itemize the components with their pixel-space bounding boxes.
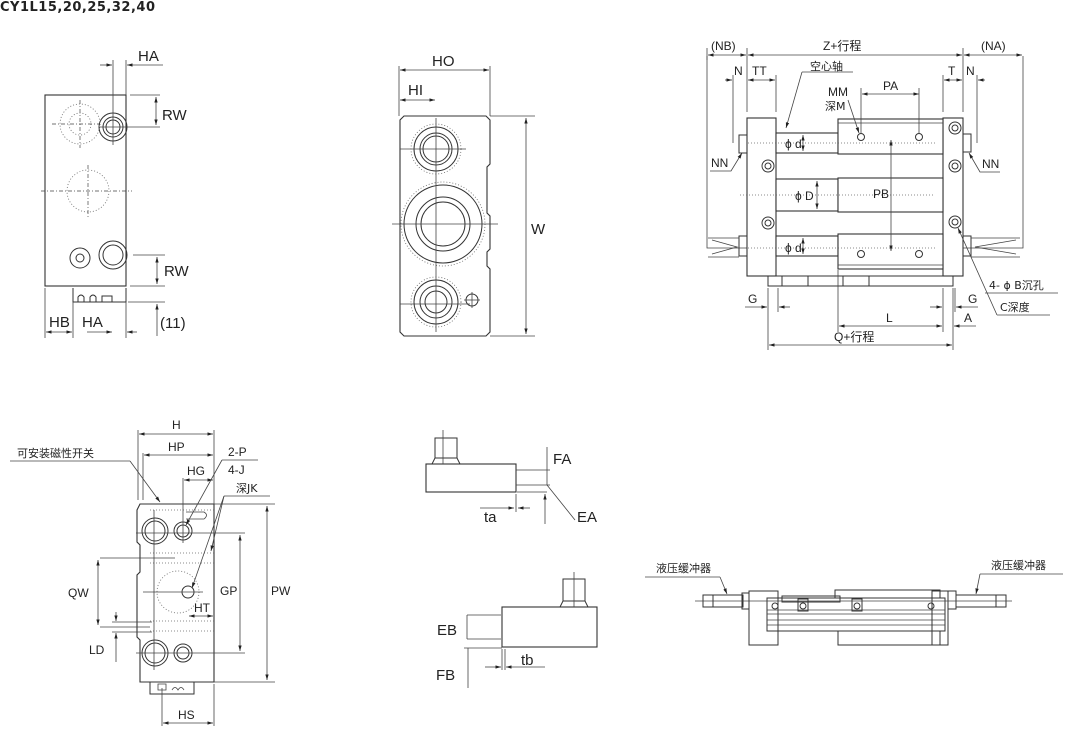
label-counterbore: 4- ϕ B沉孔	[989, 279, 1044, 292]
end-view: HO HI W	[392, 53, 546, 337]
dim-label-ht: HT	[194, 601, 211, 615]
dim-label-pa: PA	[883, 79, 898, 93]
dim-label-h: H	[172, 418, 181, 432]
shock-absorber-view: 液压缓冲器 液压缓冲器	[645, 558, 1063, 646]
dim-label-hi: HI	[408, 82, 423, 99]
detail-a: FA EA ta	[425, 430, 597, 526]
label-depth-m: 深M	[825, 100, 846, 113]
dim-label-rw-bottom: RW	[164, 263, 190, 280]
dim-label-l: L	[886, 311, 893, 325]
side-view: HA RW RW HB HA (11)	[41, 48, 190, 338]
dim-label-ea: EA	[577, 509, 597, 526]
dim-label-ld: LD	[89, 643, 105, 657]
label-shock-right: 液压缓冲器	[991, 558, 1046, 572]
dim-label-ta: ta	[484, 509, 497, 526]
front-view: H HP HG 可安装磁性开关 2-P 4-J 深JK QW GP PW HT …	[10, 418, 291, 726]
dim-label-ha-top: HA	[138, 48, 159, 65]
dim-label-ho: HO	[432, 53, 455, 70]
dim-label-ha-bottom: HA	[82, 314, 103, 331]
dim-label-hp: HP	[168, 440, 185, 454]
dim-label-q: Q+行程	[834, 329, 874, 344]
dim-label-tt: TT	[752, 64, 767, 78]
label-2-p: 2-P	[228, 445, 247, 459]
top-view: ϕ d ϕ D PB ϕ d (NB) Z+行程 (NA) N TT T N 空…	[706, 38, 1058, 350]
dim-label-n-right: N	[966, 64, 975, 78]
label-nn-right: NN	[982, 157, 999, 171]
label-phi-d-bottom: ϕ d	[785, 241, 802, 255]
dim-label-fb: FB	[436, 667, 455, 684]
label-4-j: 4-J	[228, 463, 245, 477]
dim-label-11: (11)	[160, 315, 186, 332]
label-magnetic-switch: 可安装磁性开关	[17, 446, 94, 460]
label-depth-jk: 深JK	[236, 482, 258, 495]
dim-label-fa: FA	[553, 451, 571, 468]
dim-label-pw: PW	[271, 584, 291, 598]
label-shock-left: 液压缓冲器	[656, 561, 711, 575]
dim-label-gp: GP	[220, 584, 237, 598]
dim-label-nb: (NB)	[711, 39, 736, 53]
dim-label-g-left: G	[748, 292, 757, 306]
detail-b: EB FB tb	[436, 572, 598, 688]
label-mm: MM	[828, 85, 848, 99]
drawing-title: CY1L15,20,25,32,40	[0, 0, 156, 15]
dim-label-z: Z+行程	[823, 38, 861, 53]
label-nn-left: NN	[711, 156, 728, 170]
label-depth-c: C深度	[1000, 300, 1030, 314]
dim-label-hs: HS	[178, 708, 195, 722]
dim-label-rw-top: RW	[162, 107, 188, 124]
dim-label-eb: EB	[437, 622, 457, 639]
dim-label-qw: QW	[68, 586, 89, 600]
dim-label-n-left: N	[734, 64, 743, 78]
dim-label-w: W	[531, 221, 546, 238]
label-phi-d-top: ϕ d	[785, 137, 802, 151]
label-pb: PB	[873, 187, 889, 201]
dim-label-a: A	[964, 311, 972, 325]
label-phi-D: ϕ D	[795, 189, 814, 203]
dim-label-tb: tb	[521, 652, 534, 669]
label-hollow-shaft: 空心轴	[810, 59, 843, 73]
dim-label-hg: HG	[187, 464, 205, 478]
dim-label-hb: HB	[49, 314, 70, 331]
dim-label-t: T	[948, 64, 956, 78]
dim-label-na: (NA)	[981, 39, 1006, 53]
dim-label-g-right: G	[968, 292, 977, 306]
